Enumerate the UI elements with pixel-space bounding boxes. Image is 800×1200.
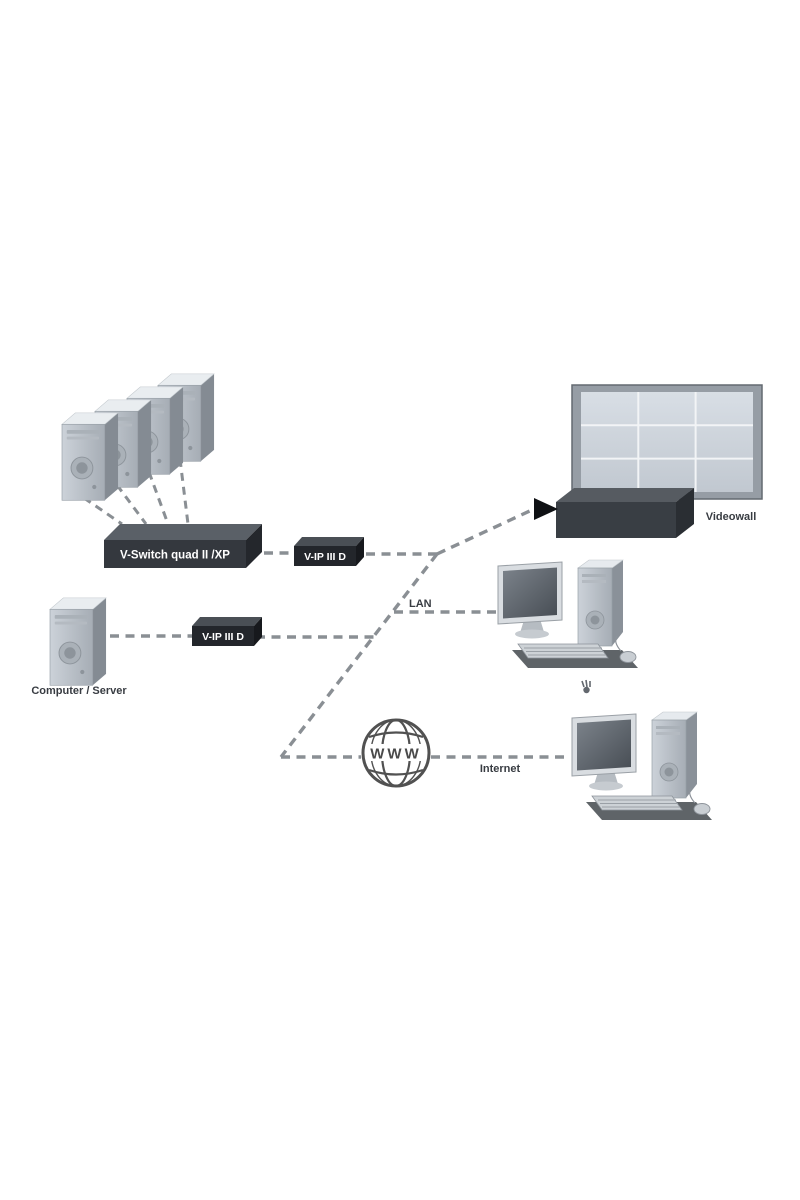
arrow-icon	[534, 498, 558, 520]
lan-pc-shape	[497, 559, 639, 669]
computer-server-tower	[49, 597, 107, 686]
vip-top-side	[356, 537, 364, 566]
videowall-screen	[581, 392, 753, 492]
v-switch-front	[104, 540, 246, 568]
www-label: WWW	[370, 746, 421, 763]
v-switch-side	[246, 524, 262, 568]
hand-cursor-icon	[581, 679, 591, 694]
processor-top	[556, 488, 694, 502]
link-tower3-switch	[147, 471, 170, 525]
videowall-label: Videowall	[706, 511, 757, 523]
link-lan-diagonal	[279, 552, 439, 759]
processor-front	[556, 502, 676, 538]
vip-top-face	[294, 537, 364, 546]
computer-server: Computer / Server	[31, 597, 127, 697]
v-switch-top	[104, 524, 262, 540]
server-tower-1	[61, 412, 119, 501]
vip-top-front	[294, 546, 356, 566]
link-lan-videowall	[436, 507, 535, 556]
computer-server-label: Computer / Server	[31, 685, 127, 697]
videowall-processor	[534, 488, 694, 538]
v-switch-box: V-Switch quad II /XP	[104, 524, 262, 568]
server-cluster	[61, 373, 215, 501]
processor-side	[676, 488, 694, 538]
v-switch-label: V-Switch quad II /XP	[120, 550, 230, 562]
videowall-grid	[581, 392, 753, 492]
videowall: Videowall	[571, 384, 763, 523]
vip-box-bottom: V-IP III D	[192, 617, 262, 646]
www-band	[366, 744, 426, 761]
vip-top-label: V-IP III D	[304, 551, 346, 563]
internet-label: Internet	[480, 763, 521, 775]
vip-bottom-label: V-IP III D	[202, 631, 244, 643]
vip-bottom-front	[192, 626, 254, 646]
link-tower1-switch	[83, 496, 123, 526]
dashed-links	[83, 458, 570, 759]
lan-label: LAN	[409, 598, 432, 610]
www-globe-icon: WWW	[361, 718, 431, 788]
link-tower4-switch	[178, 458, 190, 525]
internet-pc-shape	[571, 711, 713, 821]
vip-bottom-face	[192, 617, 262, 626]
internet-pc	[571, 711, 713, 821]
vip-box-top: V-IP III D	[294, 537, 364, 566]
vip-bottom-side	[254, 617, 262, 646]
lan-pc	[497, 559, 639, 694]
link-tower2-switch	[115, 484, 148, 525]
